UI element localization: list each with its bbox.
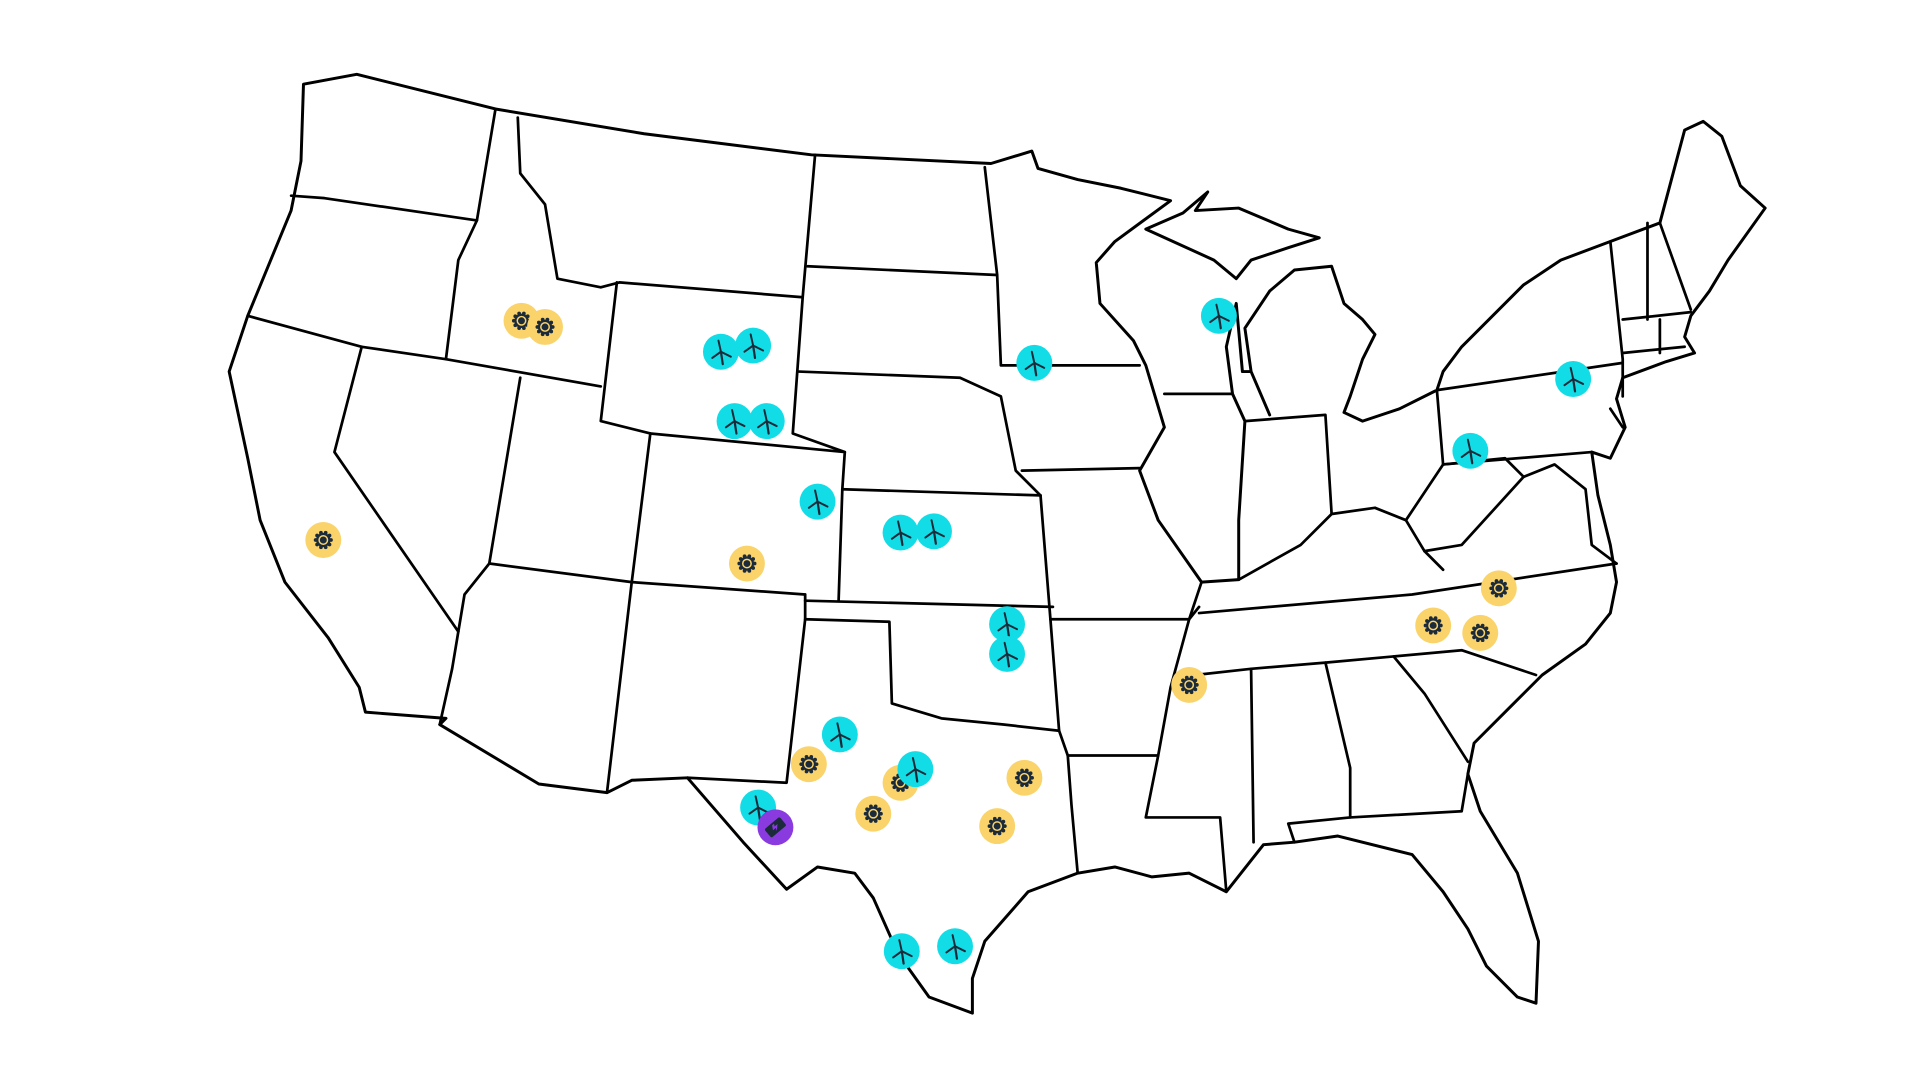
wind-plant-marker[interactable] xyxy=(1200,297,1237,334)
battery-plant-marker[interactable] xyxy=(757,809,794,846)
solar-plant-marker[interactable] xyxy=(1480,570,1517,607)
solar-plant-marker[interactable] xyxy=(1462,614,1499,651)
contiguous-us-outline xyxy=(227,72,1767,1015)
wind-turbine-icon xyxy=(711,339,732,366)
wind-turbine-icon xyxy=(905,756,927,783)
sun-gear-icon xyxy=(1489,579,1509,598)
solar-plant-marker[interactable] xyxy=(1006,759,1043,796)
wind-turbine-icon xyxy=(892,939,913,965)
sun-gear-icon xyxy=(313,530,333,550)
wind-plant-marker[interactable] xyxy=(937,928,974,965)
sun-gear-icon xyxy=(1179,675,1199,695)
sun-gear-icon xyxy=(1014,768,1034,787)
wind-plant-marker[interactable] xyxy=(716,403,753,440)
wind-turbine-icon xyxy=(997,612,1018,638)
wind-plant-marker[interactable] xyxy=(989,635,1026,672)
solar-plant-marker[interactable] xyxy=(305,522,342,558)
wind-turbine-icon xyxy=(945,934,966,960)
wind-plant-marker[interactable] xyxy=(702,333,739,370)
sun-gear-icon xyxy=(1423,616,1443,635)
state-borders xyxy=(246,107,1693,894)
wind-plant-marker[interactable] xyxy=(883,933,920,970)
solar-plant-marker[interactable] xyxy=(1415,607,1452,644)
sun-gear-icon xyxy=(535,317,555,337)
wind-plant-marker[interactable] xyxy=(882,514,919,551)
wind-turbine-icon xyxy=(830,722,851,748)
wind-plant-marker[interactable] xyxy=(1555,361,1592,397)
wind-turbine-icon xyxy=(924,519,945,545)
wind-turbine-icon xyxy=(724,408,746,435)
solar-plant-marker[interactable] xyxy=(855,795,892,832)
wind-plant-marker[interactable] xyxy=(989,606,1026,643)
wind-turbine-icon xyxy=(890,520,912,547)
solar-plant-marker[interactable] xyxy=(527,309,563,345)
wind-turbine-icon xyxy=(807,489,829,516)
wind-turbine-icon xyxy=(757,408,778,435)
wind-turbine-icon xyxy=(743,333,765,360)
sun-gear-icon xyxy=(1470,623,1490,643)
solar-plant-marker[interactable] xyxy=(1171,666,1208,703)
sun-gear-icon xyxy=(737,554,757,573)
wind-plant-marker[interactable] xyxy=(748,403,785,440)
wind-turbine-icon xyxy=(1460,438,1482,465)
solar-plant-marker[interactable] xyxy=(790,746,827,783)
sun-gear-icon xyxy=(987,816,1007,836)
land-outline xyxy=(227,72,1767,1015)
wind-plant-marker[interactable] xyxy=(1016,344,1053,381)
solar-plant-marker[interactable] xyxy=(979,808,1016,845)
wind-turbine-icon xyxy=(997,641,1018,668)
wind-plant-marker[interactable] xyxy=(916,513,952,550)
wind-turbine-icon xyxy=(748,795,769,822)
michigan-upper-peninsula xyxy=(1144,190,1321,281)
battery-icon xyxy=(765,817,786,838)
wind-plant-marker[interactable] xyxy=(735,327,772,364)
wind-turbine-icon xyxy=(1563,366,1585,393)
sun-gear-icon xyxy=(863,804,883,823)
solar-plant-marker[interactable] xyxy=(728,545,765,582)
wind-plant-marker[interactable] xyxy=(799,483,836,520)
power-plant-markers xyxy=(305,297,1592,970)
wind-turbine-icon xyxy=(1024,350,1046,377)
wind-plant-marker[interactable] xyxy=(1452,432,1489,469)
wind-plant-marker[interactable] xyxy=(821,716,858,753)
sun-gear-icon xyxy=(799,755,819,774)
wind-plant-marker[interactable] xyxy=(897,751,934,788)
wind-turbine-icon xyxy=(1209,303,1230,330)
